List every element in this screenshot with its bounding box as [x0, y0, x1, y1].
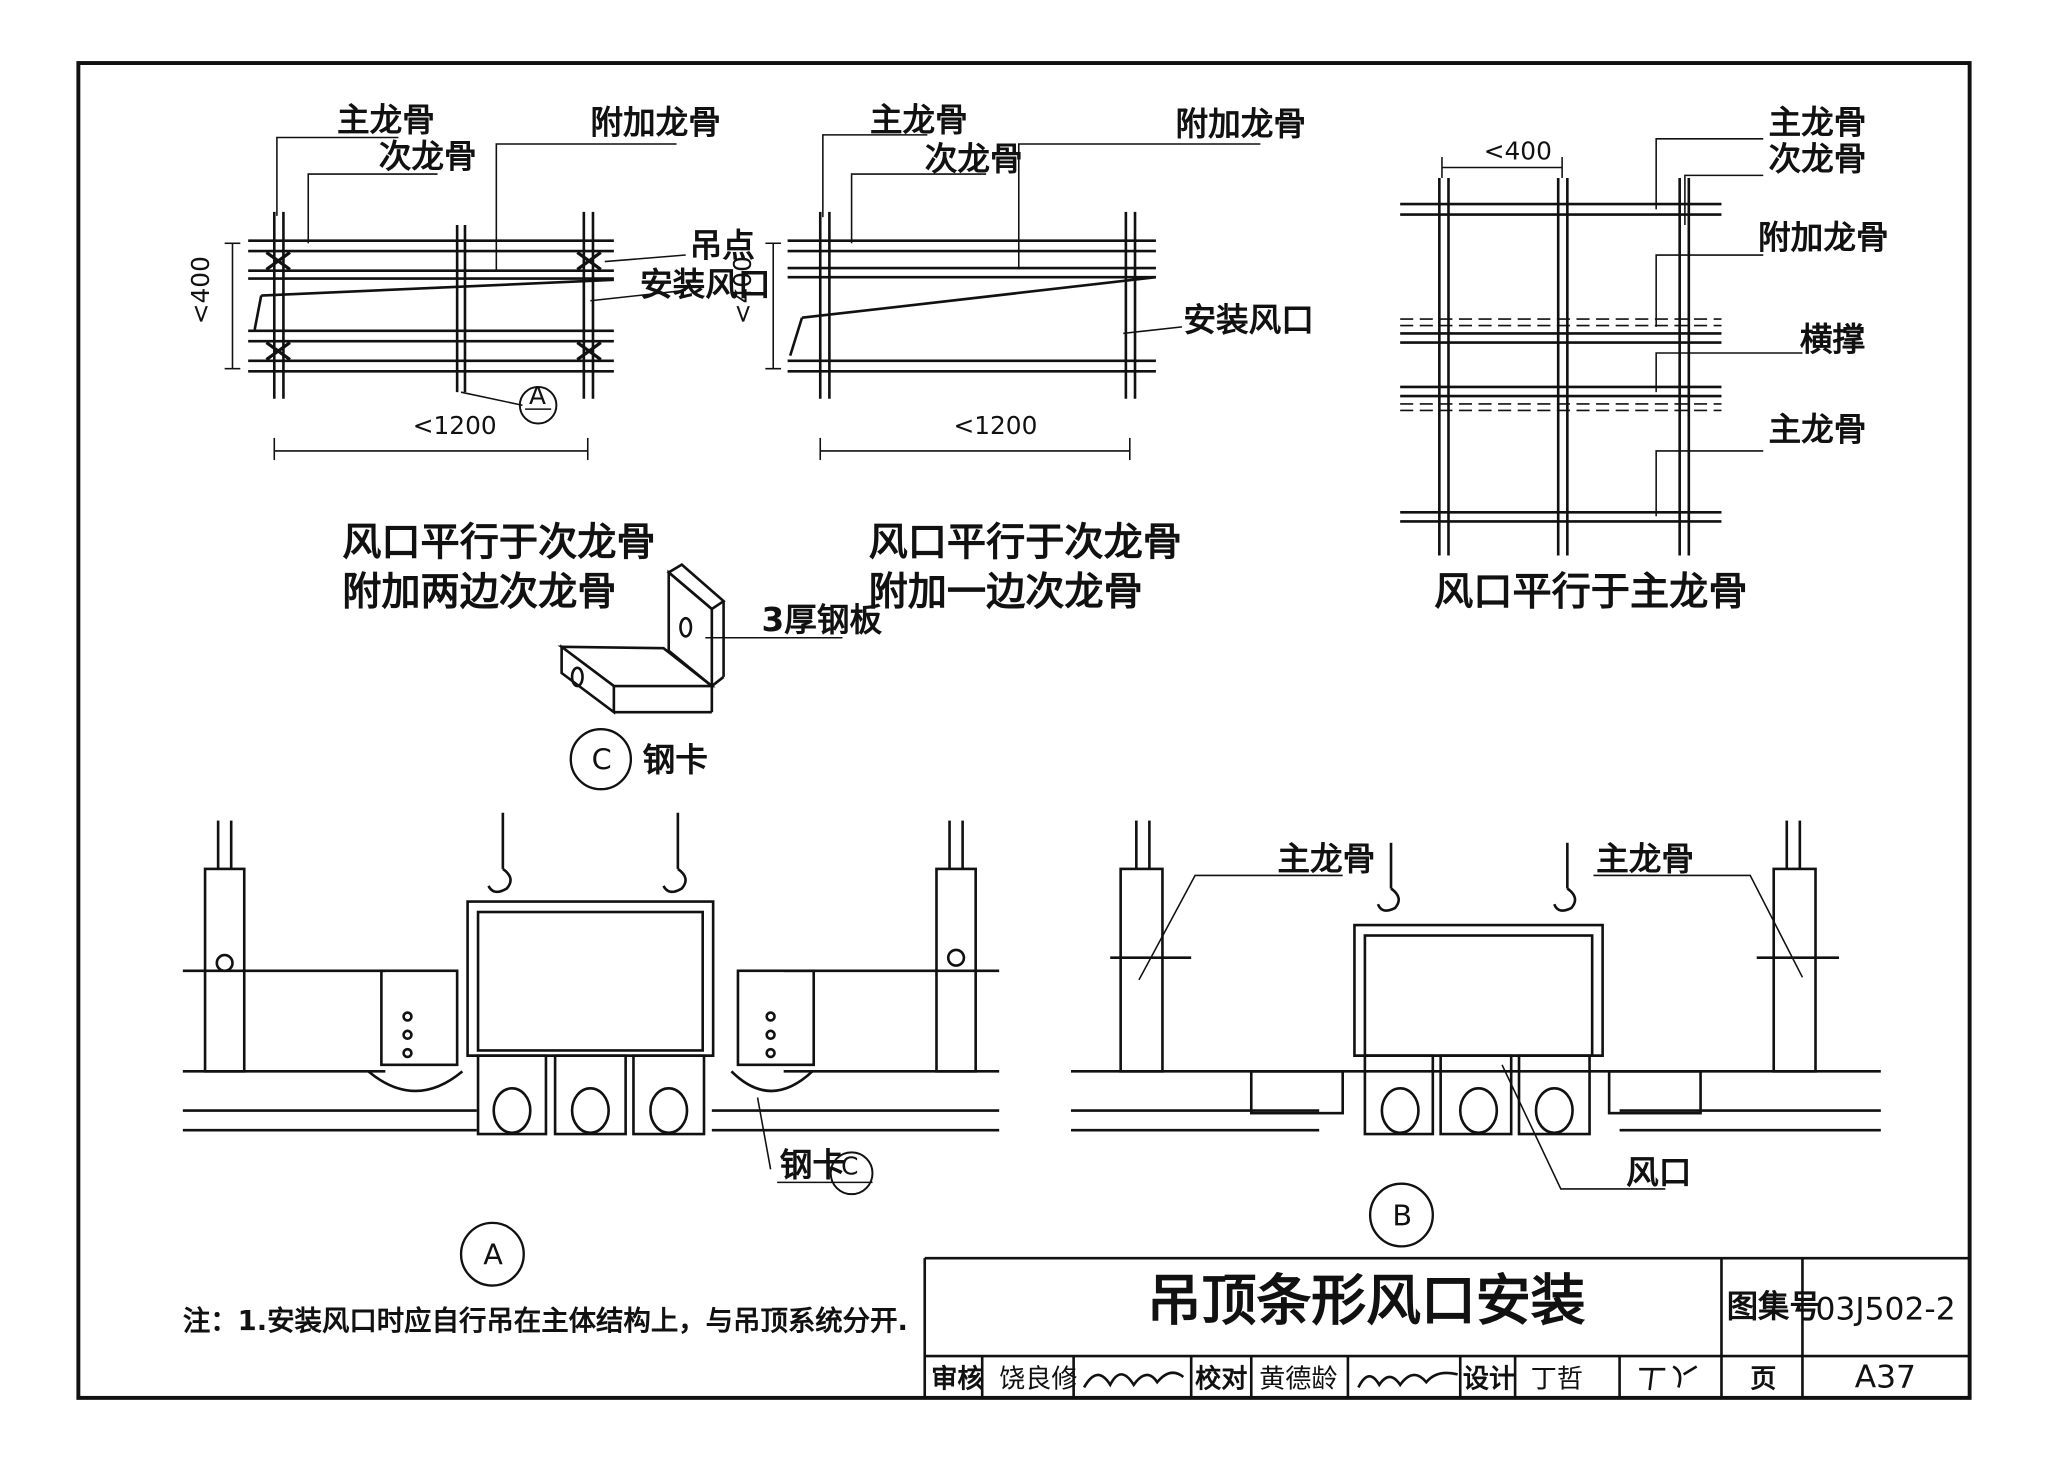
- label-secondary-runner-3: 次龙骨: [1768, 140, 1866, 178]
- caption-2-line-1: 风口平行于次龙骨: [869, 520, 1182, 565]
- clip-ref-a: C: [841, 1152, 858, 1181]
- caption-2-line-2: 附加一边次龙骨: [869, 570, 1143, 615]
- atlas-label: 图集号: [1727, 1289, 1821, 1325]
- title-block: [923, 1256, 1970, 1398]
- steel-clip-detail: [557, 562, 843, 791]
- caption-line-1: 风口平行于次龙骨: [342, 520, 655, 565]
- design-label: 设计: [1463, 1364, 1515, 1394]
- dim-width: <400: [186, 256, 215, 324]
- page-label: 页: [1750, 1364, 1776, 1394]
- reviewer-signature: [1082, 1371, 1185, 1389]
- clip-ref-letter: C: [592, 743, 612, 777]
- label-main-runner-b-left: 主龙骨: [1277, 840, 1375, 878]
- caption-3: 风口平行于主龙骨: [1434, 570, 1747, 615]
- label-install-vent-2: 安装风口: [1183, 301, 1314, 339]
- plan-view-2: [765, 134, 1261, 461]
- label-main-runner-3b: 主龙骨: [1768, 411, 1866, 449]
- section-a-letter: A: [483, 1238, 503, 1272]
- dim-width-3: <400: [1484, 137, 1552, 166]
- note-text: 注：1.安装风口时应自行吊在主体结构上，与吊顶系统分开.: [183, 1305, 908, 1337]
- designer-signature: [1639, 1365, 1698, 1391]
- sheet-border: [76, 61, 1972, 1400]
- check-label: 校对: [1195, 1363, 1247, 1394]
- dim-length-2: <1200: [953, 411, 1037, 440]
- checker-signature: [1357, 1371, 1458, 1389]
- reviewer-name: 饶良修: [999, 1364, 1077, 1394]
- atlas-number: 03J502-2: [1816, 1292, 1956, 1328]
- label-main-runner-b-right: 主龙骨: [1596, 840, 1694, 878]
- label-cross-brace: 横撑: [1800, 320, 1865, 358]
- designer-name: 丁哲: [1531, 1364, 1583, 1394]
- page-number: A37: [1855, 1359, 1916, 1395]
- label-extra-runner: 附加龙骨: [590, 104, 721, 142]
- label-main-runner-3: 主龙骨: [1768, 104, 1866, 142]
- label-install-vent: 安装风口: [640, 266, 771, 304]
- caption-line-2: 附加两边次龙骨: [342, 570, 616, 615]
- section-b-letter: B: [1392, 1198, 1412, 1232]
- dim-length: <1200: [413, 411, 497, 440]
- label-main-runner: 主龙骨: [337, 101, 435, 139]
- section-ref-a-letter: A: [529, 381, 546, 410]
- label-secondary-runner: 次龙骨: [379, 138, 477, 176]
- label-hanger-point: 吊点: [690, 226, 755, 264]
- label-main-runner-2: 主龙骨: [870, 101, 968, 139]
- review-label: 审核: [931, 1363, 983, 1394]
- label-vent: 风口: [1626, 1154, 1691, 1192]
- label-steel-plate: 3厚钢板: [761, 601, 882, 639]
- section-ref-marker-a: [518, 385, 558, 425]
- label-steel-clip: 钢卡: [643, 741, 708, 779]
- label-extra-runner-2: 附加龙骨: [1176, 105, 1307, 143]
- label-extra-runner-3: 附加龙骨: [1758, 218, 1889, 256]
- label-clip-a: 钢卡: [780, 1146, 845, 1184]
- drawing-title: 吊顶条形风口安装: [1147, 1269, 1586, 1333]
- label-secondary-runner-2: 次龙骨: [925, 140, 1023, 178]
- checker-name: 黄德龄: [1259, 1364, 1337, 1394]
- section-b: [1071, 820, 1881, 1248]
- plan-view-3: [1400, 138, 1803, 556]
- section-a: [182, 812, 1000, 1287]
- plan-view-1: [224, 136, 686, 461]
- dim-width-2: <400: [728, 256, 757, 324]
